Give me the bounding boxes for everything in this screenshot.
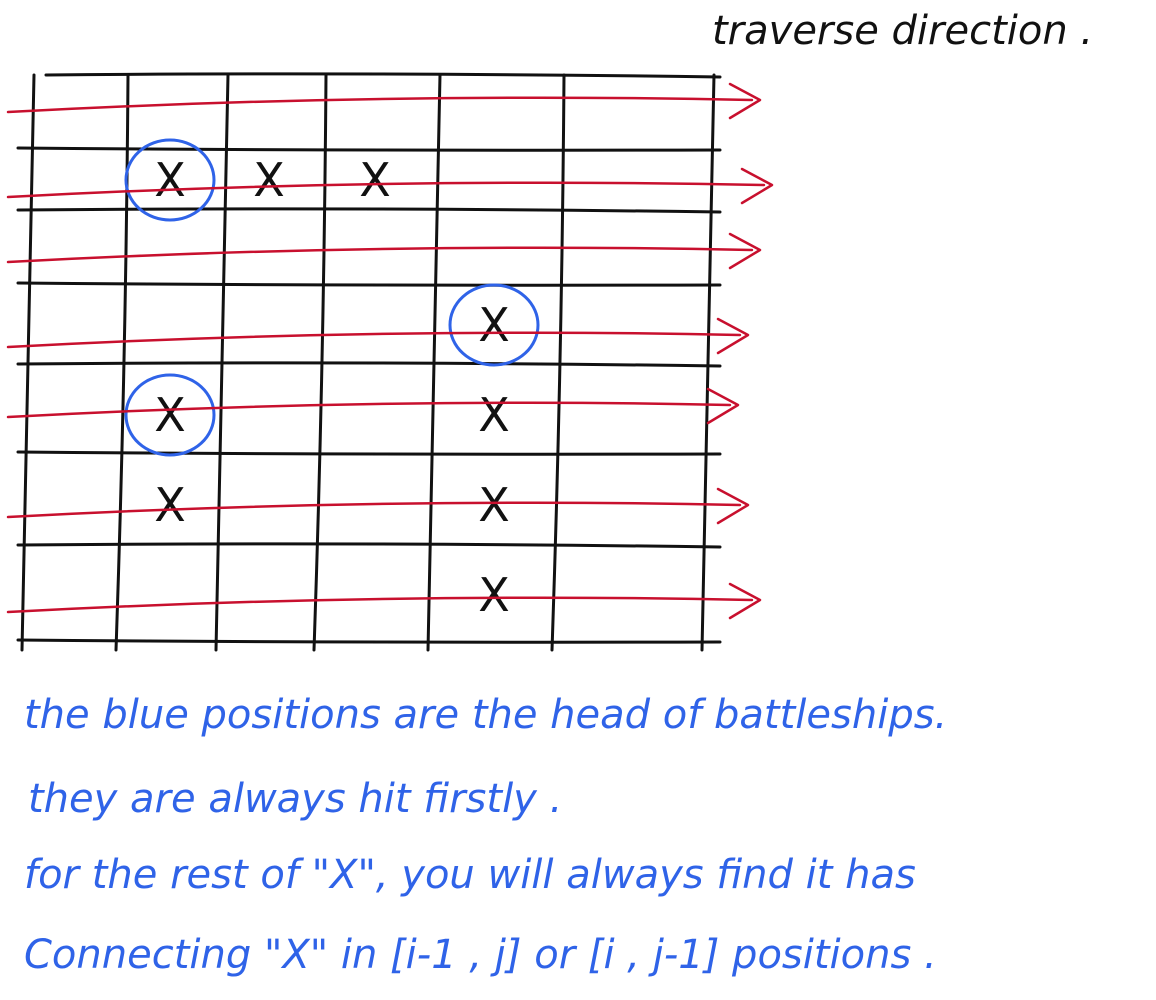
traverse-arrow-head	[728, 82, 762, 120]
battleship-head-mark: X	[154, 153, 186, 207]
head-circle	[124, 138, 216, 222]
grid-row-line	[44, 72, 722, 79]
traverse-arrow-line	[6, 181, 766, 199]
grid-row-line	[16, 361, 722, 368]
traverse-arrow-head	[706, 387, 740, 425]
battleship-body-mark: X	[478, 568, 510, 622]
traverse-direction-arrows	[6, 82, 774, 620]
traverse-arrow-head	[740, 167, 774, 205]
battleship-body-mark: X	[478, 388, 510, 442]
explanation-notes: the blue positions are the head of battl…	[24, 692, 947, 978]
traverse-arrow-line	[6, 501, 742, 519]
traverse-arrow-line	[6, 96, 754, 114]
grid-row-line	[16, 542, 722, 549]
grid-row-line	[16, 638, 722, 644]
traverse-arrow-line	[6, 401, 732, 419]
grid-column-line	[700, 73, 716, 652]
battleship-body-mark: X	[154, 478, 186, 532]
battleship-body-mark: X	[359, 153, 391, 207]
head-position-circles	[124, 138, 540, 457]
battleship-body-mark: X	[478, 478, 510, 532]
traverse-arrow-line	[6, 596, 754, 614]
battleship-head-mark: X	[478, 298, 510, 352]
note-line-2: they are always hit firstly .	[28, 776, 562, 822]
grid-row-line	[16, 281, 722, 287]
traverse-arrow-line	[6, 246, 754, 264]
note-line-3: for the rest of "X", you will always fin…	[24, 852, 916, 898]
battleship-grid	[16, 72, 722, 652]
traverse-arrow-head	[716, 487, 750, 525]
traverse-arrow-head	[728, 232, 762, 270]
grid-column-line	[550, 73, 566, 652]
grid-column-line	[214, 73, 230, 652]
grid-row-line	[16, 146, 722, 152]
grid-row-line	[16, 207, 722, 214]
diagram-title: traverse direction .	[712, 8, 1093, 54]
head-circle	[448, 283, 540, 367]
battleship-body-mark: X	[253, 153, 285, 207]
grid-column-line	[114, 73, 130, 652]
head-circle	[124, 373, 216, 457]
note-line-1: the blue positions are the head of battl…	[24, 692, 947, 738]
traverse-arrow-line	[6, 331, 742, 349]
grid-row-line	[16, 450, 722, 456]
grid-column-line	[426, 73, 442, 652]
traverse-arrow-head	[728, 582, 762, 620]
grid-column-line	[312, 73, 328, 652]
grid-column-line	[20, 73, 36, 652]
traverse-arrow-head	[716, 317, 750, 355]
note-line-4: Connecting "X" in [i-1 , j] or [i , j-1]…	[24, 932, 937, 978]
battleship-head-mark: X	[154, 388, 186, 442]
